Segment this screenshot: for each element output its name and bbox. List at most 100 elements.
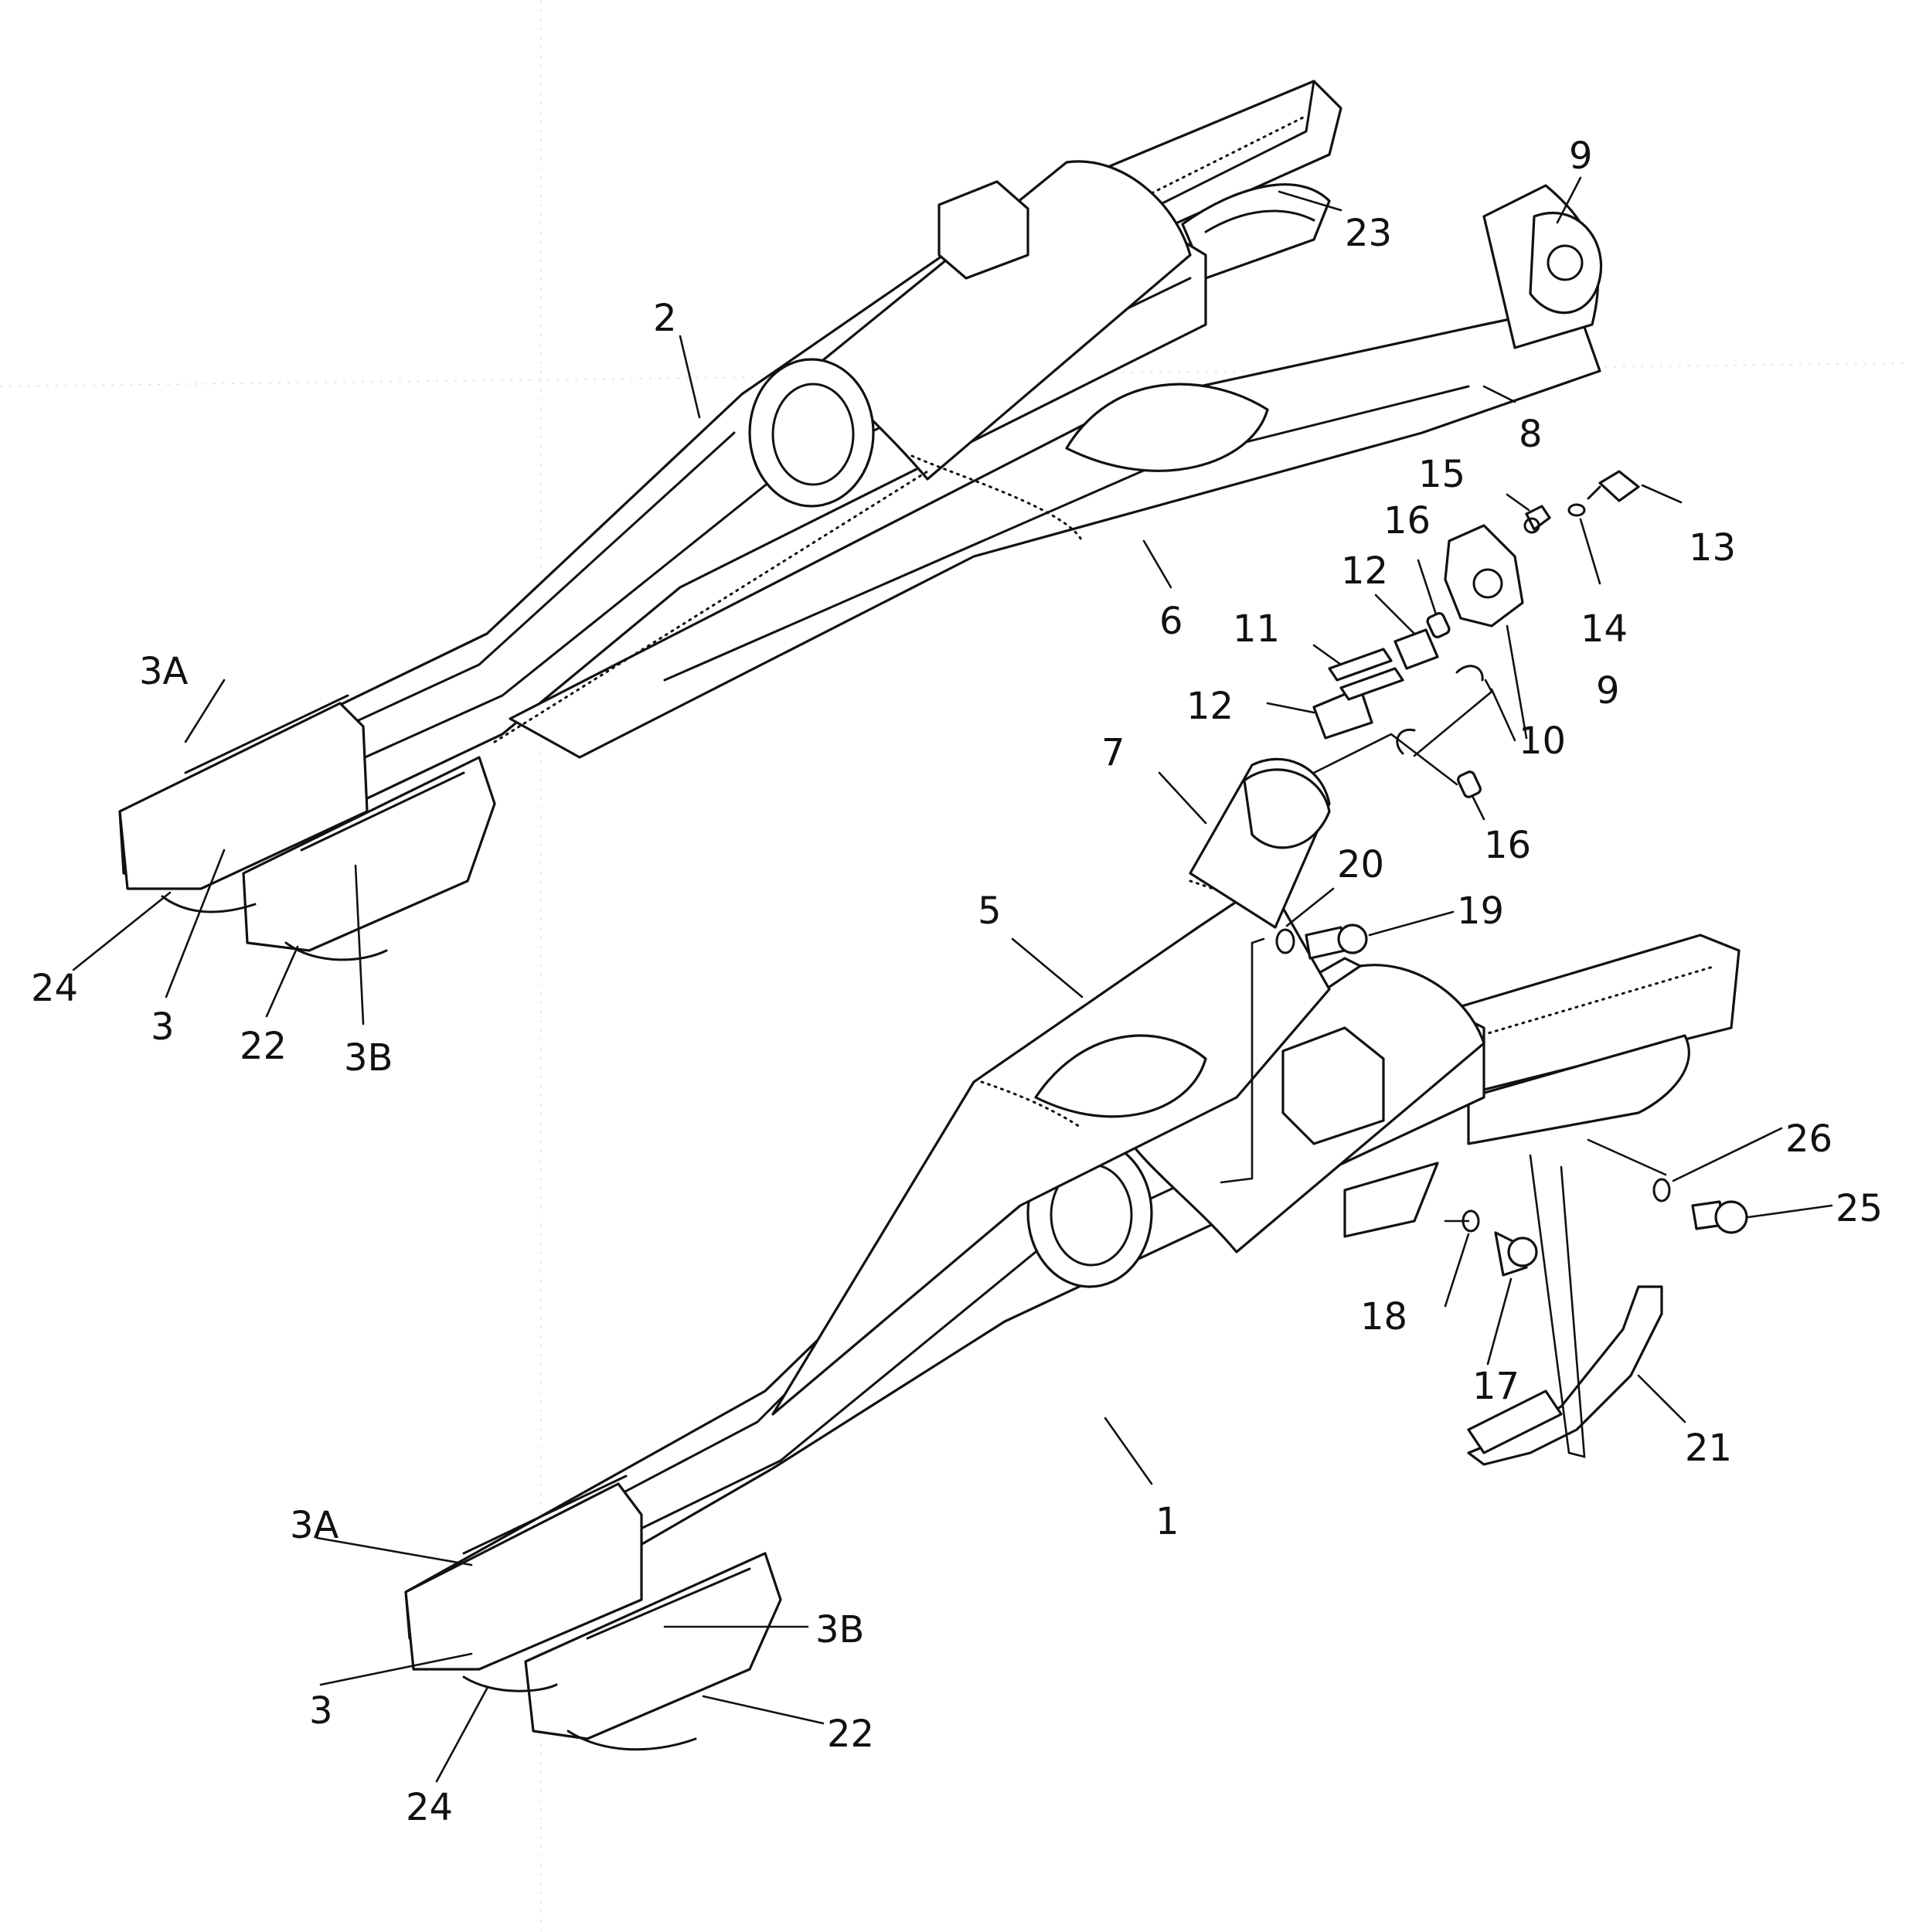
upper-pivot-cap <box>1529 211 1602 315</box>
upper-sprocket-guard <box>1181 183 1331 280</box>
callout-25: 25 <box>1836 1187 1883 1230</box>
callout-3a-upper: 3A <box>139 650 189 693</box>
leader-20 <box>1285 887 1335 927</box>
leader-10-bracket <box>1413 679 1493 757</box>
leader-2 <box>679 335 701 419</box>
callout-labels: 2 23 9 8 6 13 14 15 16 12 11 12 9 10 16 … <box>31 134 1883 1829</box>
callout-1: 1 <box>1155 1500 1179 1543</box>
leader-22-lower <box>702 1695 825 1725</box>
upper-bore-inner <box>771 383 855 486</box>
lower-22-guard <box>567 1730 697 1751</box>
callout-5: 5 <box>978 889 1002 933</box>
bolt-13-shank <box>1587 485 1601 500</box>
leader-13 <box>1641 484 1683 504</box>
washer-14-part <box>1567 503 1586 517</box>
callout-15: 15 <box>1418 453 1465 496</box>
callout-16-top: 16 <box>1383 499 1431 543</box>
lower-3a-slot <box>462 1475 628 1555</box>
upper-pivot-bore <box>1547 244 1584 281</box>
leader-25 <box>1747 1204 1833 1219</box>
leader-16-low <box>1471 794 1485 821</box>
pivot-cap-part <box>1444 524 1524 628</box>
callout-2: 2 <box>653 297 677 340</box>
upper-brace-weld <box>493 470 929 743</box>
leader-3-lower <box>319 1652 473 1686</box>
leader-6 <box>1142 539 1172 589</box>
lower-brace-weld <box>980 1080 1084 1130</box>
callout-19: 19 <box>1457 889 1504 933</box>
lower-brace <box>771 879 1331 1416</box>
lower-pivot-cap <box>1243 768 1331 849</box>
upper-front-end-right <box>242 756 496 952</box>
shim-11b-part <box>1339 667 1404 701</box>
callout-8: 8 <box>1519 413 1543 456</box>
callout-24-upper: 24 <box>31 967 78 1010</box>
bolt-19-head <box>1337 923 1368 954</box>
grease-fitting-nut <box>1523 517 1540 534</box>
lower-brace-cutout <box>1034 1034 1207 1118</box>
leader-21-bracket <box>1529 1154 1586 1458</box>
leader-5 <box>1011 937 1084 998</box>
upper-sprocket-guard-edge <box>1204 209 1315 233</box>
callout-9-top: 9 <box>1569 134 1593 178</box>
leader-16-low-bracket <box>1312 733 1458 786</box>
callout-13: 13 <box>1689 526 1736 570</box>
lower-3b-slot <box>586 1567 751 1640</box>
leader-21 <box>1637 1374 1686 1423</box>
lower-front-end-right <box>524 1552 782 1740</box>
leader-3b-upper <box>354 864 365 1026</box>
upper-3a-slot <box>184 694 349 774</box>
upper-mount-pad <box>937 180 1029 280</box>
leader-7 <box>1158 771 1207 825</box>
leader-24-upper <box>72 891 172 971</box>
washer-26-part <box>1652 1178 1671 1202</box>
callout-3b-upper: 3B <box>344 1036 393 1080</box>
callout-23: 23 <box>1345 212 1392 255</box>
bolt-17-head <box>1507 1236 1538 1267</box>
callout-3-upper: 3 <box>151 1005 175 1049</box>
leader-26 <box>1672 1127 1783 1182</box>
leader-3a-upper <box>184 679 226 743</box>
bushing-12-upper-part <box>1393 628 1439 670</box>
callout-3a-lower: 3A <box>290 1504 339 1547</box>
leader-15 <box>1506 493 1530 512</box>
leader-14 <box>1579 518 1601 585</box>
leader-12-low <box>1266 702 1315 714</box>
callout-18: 18 <box>1360 1295 1407 1338</box>
lower-sprocket-guard <box>1467 1034 1690 1145</box>
grease-fitting-part <box>1525 505 1551 531</box>
pivot-cap-hole <box>1472 568 1503 599</box>
guard-21-base <box>1467 1389 1563 1454</box>
upper-diagonal-brace <box>509 304 1601 759</box>
leader-19-bracket <box>1220 937 1265 1184</box>
upper-track-frame <box>118 80 1602 961</box>
leader-9-mid <box>1506 624 1528 740</box>
callout-14: 14 <box>1581 607 1628 651</box>
leader-23 <box>1278 190 1342 212</box>
upper-3b-slot <box>300 771 465 852</box>
callout-3b-lower: 3B <box>815 1608 864 1651</box>
lower-side-plate <box>1343 1162 1439 1238</box>
lower-24-guard <box>462 1675 558 1692</box>
lower-track-frame <box>404 757 1741 1751</box>
leader-9-top <box>1556 176 1582 224</box>
leader-12-top <box>1374 594 1416 635</box>
leader-1 <box>1104 1417 1153 1485</box>
callout-7: 7 <box>1101 731 1125 774</box>
callout-17: 17 <box>1472 1365 1519 1408</box>
callout-26: 26 <box>1785 1117 1832 1161</box>
clip-10-upper-part <box>1455 665 1484 682</box>
leader-16-top <box>1417 559 1438 616</box>
leader-lines <box>72 176 1833 1783</box>
callout-24-lower: 24 <box>406 1786 453 1829</box>
washer-20-part <box>1275 928 1295 954</box>
callout-12-top: 12 <box>1341 549 1388 593</box>
leader-11 <box>1312 644 1342 666</box>
callout-21: 21 <box>1685 1427 1732 1470</box>
lower-front-end-left <box>404 1482 643 1671</box>
leader-22-upper <box>265 945 299 1018</box>
callout-20: 20 <box>1337 843 1384 886</box>
callout-12-low: 12 <box>1186 685 1234 728</box>
shim-11-part <box>1328 648 1393 682</box>
bolt-25-head <box>1714 1200 1748 1234</box>
